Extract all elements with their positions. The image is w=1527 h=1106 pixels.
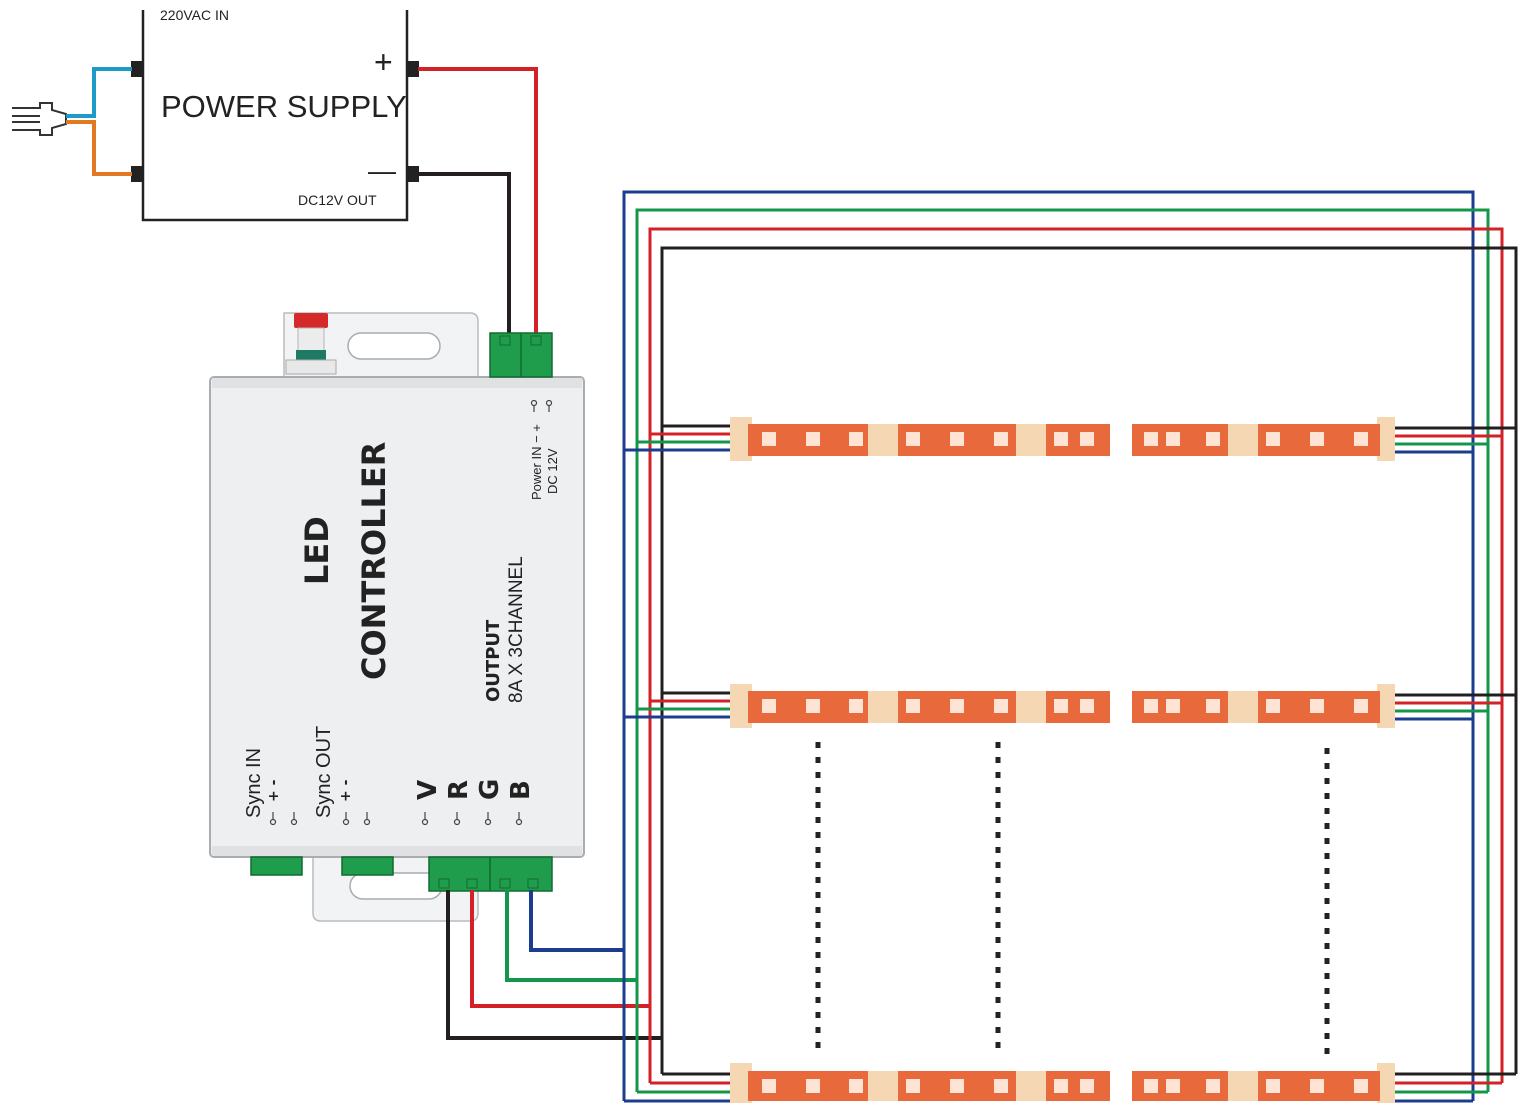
- dc-positive-wire: [418, 67, 538, 342]
- ps-input-label: 220VAC IN: [160, 7, 229, 23]
- ps-output-label: DC12V OUT: [298, 192, 377, 208]
- ps-minus-symbol: —: [368, 155, 396, 186]
- live-wire: [66, 67, 132, 118]
- controller-power-in-label: Power IN − +: [529, 424, 544, 500]
- led-strip-row: [624, 1063, 1516, 1103]
- fuse-icon: [285, 313, 337, 375]
- led-strip-row: [624, 417, 1516, 461]
- channel-label-b: B: [506, 780, 536, 800]
- ps-plus-symbol: +: [374, 44, 393, 80]
- controller-power-voltage: DC 12V: [545, 448, 560, 494]
- sync-in-pins: + -: [266, 779, 282, 802]
- neutral-wire: [66, 120, 132, 176]
- sync-out-pins: + -: [338, 779, 354, 802]
- channel-label-v: V: [413, 780, 443, 800]
- sync-out-label: Sync OUT: [313, 726, 335, 818]
- output-wire-black: [446, 890, 662, 1040]
- led-strip-row: [624, 684, 1516, 728]
- channel-label-r: R: [444, 780, 474, 800]
- bus-green: [635, 208, 1490, 1092]
- channel-label-g: G: [475, 779, 505, 800]
- bus-blue: [622, 190, 1475, 1101]
- power-supply: 220VAC IN POWER SUPPLY DC12V OUT + —: [131, 7, 419, 222]
- output-wire-blue: [529, 890, 624, 952]
- output-wire-red: [470, 890, 650, 1008]
- continuation-dots: [815, 742, 1330, 1062]
- sync-in-label: Sync IN: [243, 748, 265, 818]
- controller-title-line1: LED: [298, 516, 336, 585]
- dc-negative-wire: [418, 172, 511, 342]
- controller-output-label: OUTPUT: [483, 619, 504, 702]
- controller-title-line2: CONTROLLER: [355, 442, 393, 680]
- mains-plug-icon: [12, 102, 67, 136]
- led-controller: LED CONTROLLER OUTPUT 8A X 3CHANNEL Powe…: [209, 312, 585, 922]
- bus-red: [648, 227, 1504, 1083]
- output-wire-green: [505, 890, 637, 982]
- controller-output-spec: 8A X 3CHANNEL: [506, 556, 527, 703]
- bus-black: [660, 246, 1518, 1074]
- ps-title: POWER SUPPLY: [161, 89, 407, 124]
